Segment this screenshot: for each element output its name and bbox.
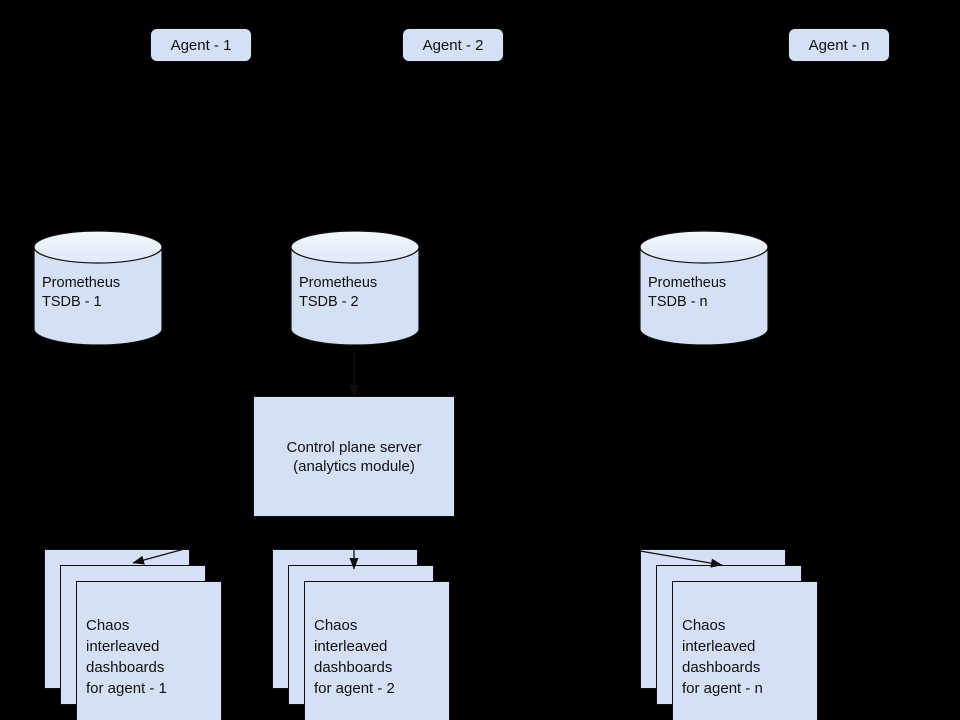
prometheus-tsdb-node-1-label: Prometheus TSDB - 1 [42, 275, 121, 310]
prometheus-tsdb-node-n-label: Prometheus TSDB - n [648, 275, 727, 310]
prometheus-tsdb-node-n[interactable]: Prometheus TSDB - n [639, 230, 769, 346]
dashboard-card-front[interactable] [76, 581, 222, 720]
agent-node-2[interactable]: Agent - 2 [402, 28, 504, 62]
prometheus-tsdb-node-2[interactable]: Prometheus TSDB - 2 [290, 230, 420, 346]
database-cylinder-icon [290, 230, 420, 346]
prometheus-tsdb-node-1[interactable]: Prometheus TSDB - 1 [33, 230, 163, 346]
dashboard-stack-agent-2-label: Chaos interleaved dashboards for agent -… [314, 617, 395, 697]
agent-node-1[interactable]: Agent - 1 [150, 28, 252, 62]
dashboard-card-front[interactable] [672, 581, 818, 720]
prometheus-tsdb-node-2-label: Prometheus TSDB - 2 [299, 275, 378, 310]
agent-node-1-label: Agent - 1 [170, 36, 232, 54]
dashboard-stack-agent-1[interactable]: Chaos interleaved dashboards for agent -… [44, 549, 222, 720]
agent-node-2-label: Agent - 2 [422, 36, 484, 54]
control-plane-server-label: Control plane server (analytics module) [286, 438, 422, 475]
dashboard-stack-agent-n-label: Chaos interleaved dashboards for agent -… [682, 617, 763, 697]
dashboard-stack-agent-2[interactable]: Chaos interleaved dashboards for agent -… [272, 549, 450, 720]
dashboard-stack-agent-n[interactable]: Chaos interleaved dashboards for agent -… [640, 549, 818, 720]
agent-node-n-label: Agent - n [808, 36, 870, 54]
control-plane-server-node[interactable]: Control plane server (analytics module) [253, 396, 455, 517]
agent-node-n[interactable]: Agent - n [788, 28, 890, 62]
dashboard-stack-agent-1-label: Chaos interleaved dashboards for agent -… [86, 617, 167, 697]
database-cylinder-icon [33, 230, 163, 346]
database-cylinder-icon [639, 230, 769, 346]
dashboard-card-front[interactable] [304, 581, 450, 720]
